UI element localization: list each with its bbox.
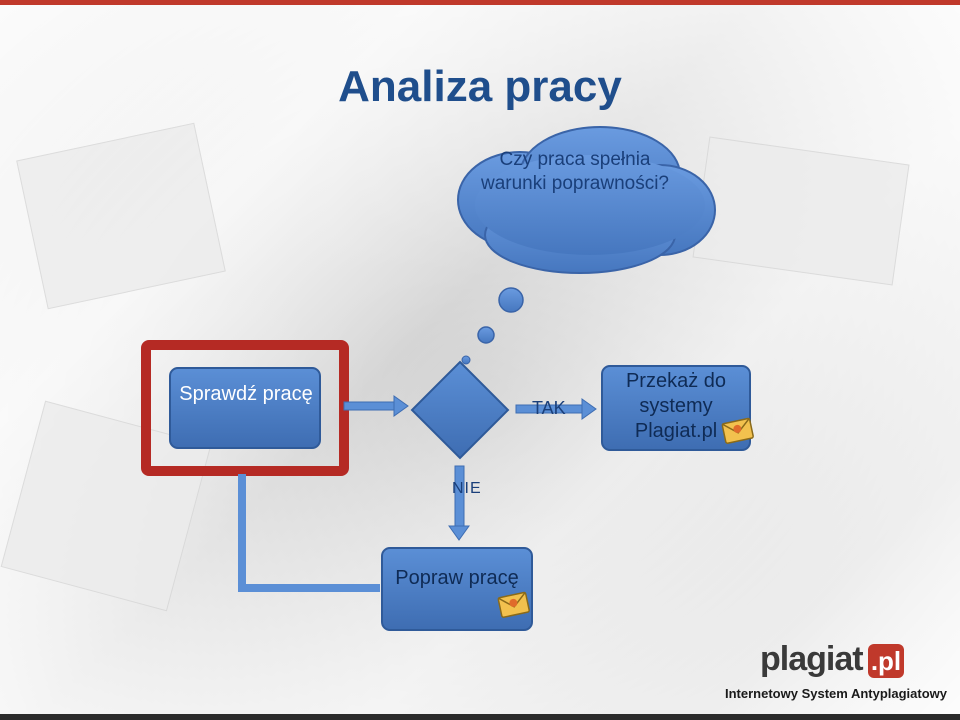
loop-back-line: [238, 474, 380, 592]
send-to-system-box: [601, 365, 751, 451]
thought-bubble-medium: [477, 326, 495, 344]
bottom-bar: [0, 714, 960, 720]
decision-diamond: [410, 360, 510, 460]
envelope-icon: [497, 591, 530, 618]
cloud-question: Czy praca spełnia warunki poprawności?: [481, 149, 669, 194]
logo-tagline: Internetowy System Antyplagiatowy: [725, 686, 948, 701]
plagiat-logo-badge: .pl: [868, 644, 904, 678]
arrow-no-head: [448, 525, 470, 541]
yes-label: TAK: [532, 398, 566, 418]
send-to-system-label: Przekaż do systemy Plagiat.pl: [625, 370, 727, 442]
top-accent-bar: [0, 0, 960, 5]
envelope-icon: [721, 417, 754, 444]
no-label: NIE: [452, 480, 482, 497]
slide-title: Analiza pracy: [338, 62, 622, 111]
check-work-box: [169, 367, 321, 449]
fix-work-label: Popraw pracę: [395, 567, 519, 589]
logo-word-left: plagiat: [760, 640, 864, 678]
arrow-to-decision-head: [393, 395, 409, 417]
thought-bubble-small: [461, 355, 471, 365]
arrow-yes-head: [581, 398, 597, 420]
fix-work-box: [381, 547, 533, 631]
arrow-to-decision: [343, 401, 395, 411]
check-work-label: Sprawdź pracę: [179, 383, 313, 405]
thought-bubble-large: [498, 287, 524, 313]
plagiat-logo: plagiat: [760, 640, 864, 679]
thought-cloud: [457, 126, 716, 274]
